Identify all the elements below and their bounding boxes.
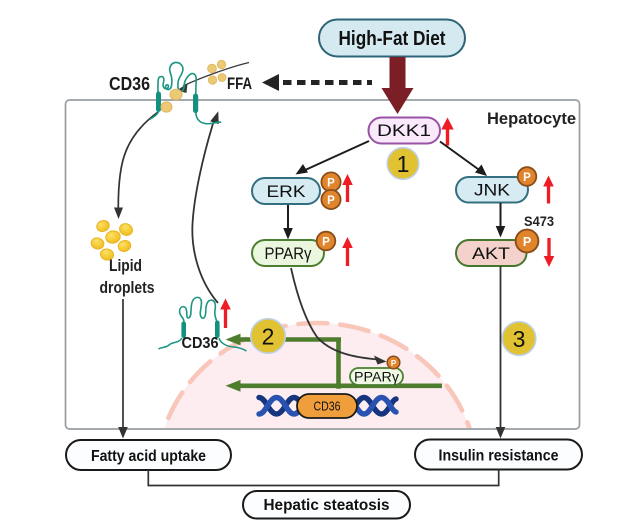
svg-text:S473: S473 [524, 214, 554, 229]
svg-text:CD36: CD36 [109, 74, 150, 94]
svg-text:2: 2 [262, 324, 275, 350]
svg-text:Hepatic steatosis: Hepatic steatosis [264, 497, 390, 514]
svg-text:ERK: ERK [267, 183, 306, 201]
svg-text:1: 1 [397, 151, 410, 177]
svg-text:P: P [327, 178, 335, 190]
svg-text:P: P [327, 195, 335, 207]
svg-text:JNK: JNK [474, 182, 510, 200]
svg-text:P: P [322, 237, 330, 249]
svg-text:droplets: droplets [100, 279, 155, 297]
svg-text:FFA: FFA [227, 74, 252, 93]
svg-text:DKK1: DKK1 [377, 122, 431, 140]
svg-text:Hepatocyte: Hepatocyte [487, 109, 576, 128]
svg-text:CD36: CD36 [182, 335, 219, 352]
svg-text:Fatty acid uptake: Fatty acid uptake [91, 448, 206, 465]
svg-text:P: P [391, 359, 397, 368]
svg-text:High-Fat Diet: High-Fat Diet [339, 28, 446, 50]
svg-text:3: 3 [513, 326, 526, 352]
svg-text:Lipid: Lipid [109, 257, 142, 275]
svg-text:CD36: CD36 [314, 400, 341, 414]
svg-text:AKT: AKT [472, 245, 510, 263]
svg-text:P: P [523, 172, 531, 184]
svg-text:PPARγ: PPARγ [354, 370, 399, 385]
svg-text:P: P [523, 235, 531, 249]
svg-text:PPARγ: PPARγ [265, 245, 313, 263]
svg-text:Insulin resistance: Insulin resistance [439, 448, 559, 465]
